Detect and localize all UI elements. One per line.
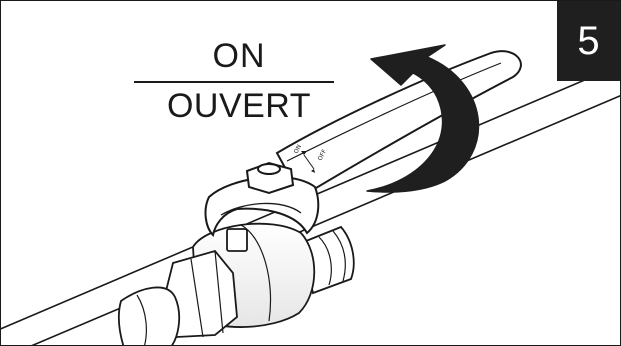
handle-mark-on: ON: [293, 144, 304, 155]
rotate-arrow-icon: [366, 44, 480, 193]
on-label: ON: [212, 37, 266, 75]
handle-mark-off: OFF: [317, 148, 329, 162]
handle-direction-marks: ON OFF: [293, 144, 329, 173]
ouvert-label: OUVERT: [166, 87, 312, 125]
handle-clamp: [204, 161, 320, 238]
label-divider: [134, 81, 334, 83]
valve-body: [118, 222, 355, 345]
step-number-badge: 5: [557, 1, 620, 81]
